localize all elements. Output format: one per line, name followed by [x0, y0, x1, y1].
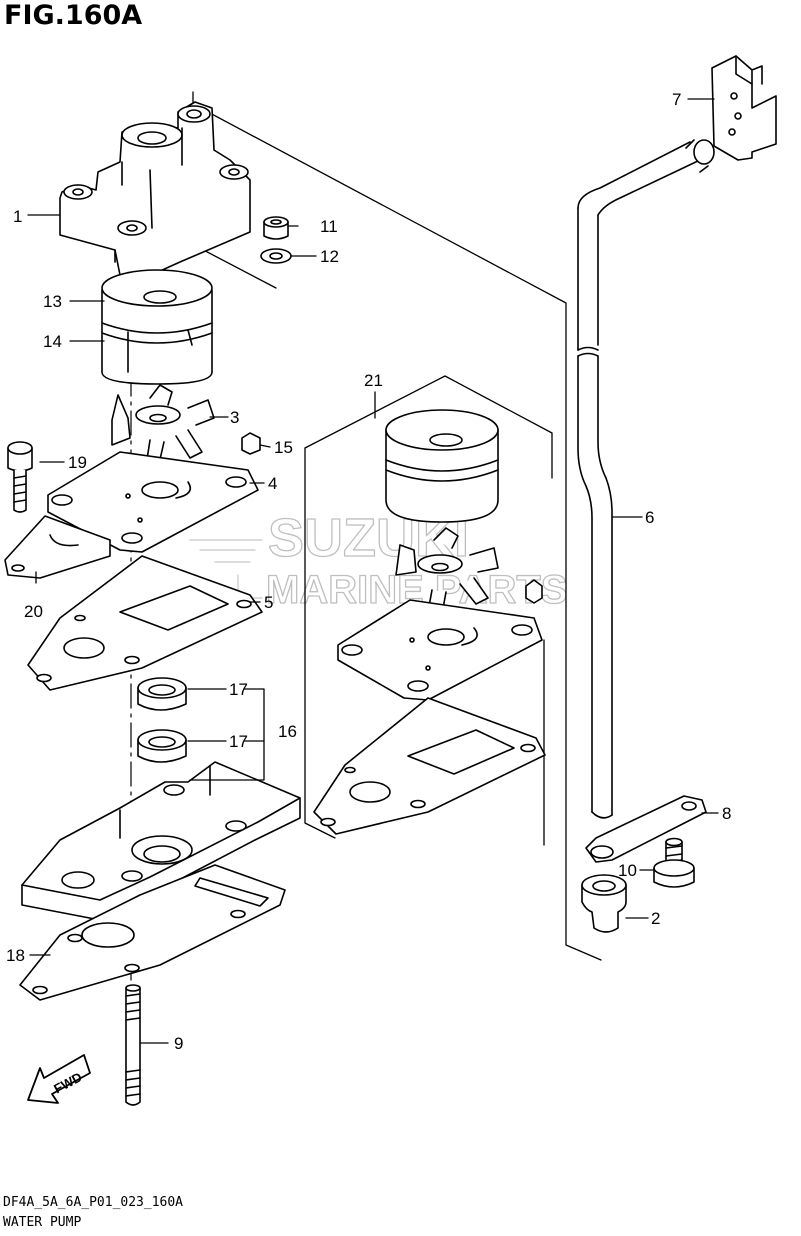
pump-case — [59, 101, 251, 281]
callout-labels: 1 2 3 4 5 6 7 8 9 10 11 12 13 14 15 16 1… — [6, 90, 731, 1053]
figure-title: FIG.160A — [4, 0, 143, 31]
pump-plate — [47, 451, 259, 553]
lower-grommet — [581, 874, 627, 933]
water-tube — [577, 139, 715, 819]
stud-bolt — [125, 984, 141, 1106]
gasket-20 — [4, 515, 111, 579]
callout-17-lower: 17 — [229, 732, 248, 751]
callout-12: 12 — [320, 247, 339, 266]
gasket-5 — [27, 555, 263, 691]
callout-17-upper: 17 — [229, 680, 248, 699]
bolt-10 — [653, 837, 695, 888]
callout-4: 4 — [268, 474, 277, 493]
washer — [260, 248, 292, 264]
callout-20: 20 — [24, 602, 43, 621]
callout-10: 10 — [618, 861, 637, 880]
callout-13: 13 — [43, 292, 62, 311]
callout-18: 18 — [6, 946, 25, 965]
grommet — [711, 55, 777, 161]
figure-footer: DF4A_5A_6A_P01_023_160A WATER PUMP — [3, 1193, 183, 1233]
figure-code: DF4A_5A_6A_P01_023_160A — [3, 1195, 184, 1210]
callout-6: 6 — [645, 508, 654, 527]
repair-kit-plate — [337, 599, 543, 701]
gasket-18 — [19, 864, 286, 1001]
figure-name: WATER PUMP — [3, 1215, 82, 1230]
callout-8: 8 — [722, 804, 731, 823]
callout-1: 1 — [13, 207, 22, 226]
callout-19: 19 — [68, 453, 87, 472]
callout-5: 5 — [264, 593, 273, 612]
callout-2: 2 — [651, 909, 660, 928]
forward-direction-arrow: FWD — [27, 1054, 91, 1104]
oil-seal-upper — [137, 677, 187, 711]
callout-9: 9 — [174, 1034, 183, 1053]
callout-3: 3 — [230, 408, 239, 427]
callout-15: 15 — [274, 438, 293, 457]
bolt-19 — [7, 441, 33, 513]
callout-16: 16 — [278, 722, 297, 741]
leader-lines — [27, 98, 719, 1044]
callout-21: 21 — [364, 371, 383, 390]
key — [241, 432, 261, 455]
repair-kit-liner — [385, 409, 499, 523]
callout-11: 11 — [320, 217, 338, 236]
lower-pump-case — [21, 761, 301, 921]
impeller-liner — [101, 269, 213, 385]
assembly-boundary-lines — [149, 91, 602, 961]
repair-kit-impeller — [395, 527, 543, 615]
oil-seal-lower — [137, 729, 187, 763]
callout-7: 7 — [672, 90, 681, 109]
nut — [263, 216, 289, 240]
repair-kit-gasket — [313, 697, 546, 835]
tube-clamp — [585, 795, 707, 863]
callout-14: 14 — [43, 332, 62, 351]
